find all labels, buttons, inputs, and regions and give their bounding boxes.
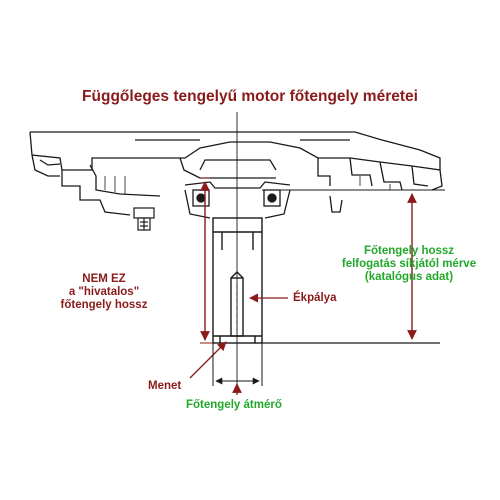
diagram-title: Függőleges tengelyű motor főtengely mére… bbox=[82, 88, 418, 105]
diameter-dimension bbox=[212, 343, 263, 395]
thread-leader bbox=[189, 341, 227, 379]
official-length-label: Főtengely hossz felfogatás síkjától mérv… bbox=[318, 245, 500, 285]
engine-housing bbox=[29, 131, 443, 216]
mounting-bolt bbox=[133, 207, 155, 231]
official-label-line3: (katalógus adat) bbox=[364, 271, 454, 284]
diameter-label: Főtengely átmérő bbox=[186, 399, 282, 411]
keyway-label: Ékpálya bbox=[293, 292, 337, 304]
official-label-line1: Főtengely hossz bbox=[363, 245, 455, 257]
housing-ribs bbox=[104, 176, 391, 194]
unofficial-label-line1: NEM EZ bbox=[82, 273, 126, 285]
unofficial-length-label: NEM EZ a "hivatalos" főtengely hossz bbox=[44, 273, 164, 313]
unofficial-label-line2: a "hivatalos" bbox=[68, 286, 140, 299]
crankshaft bbox=[212, 217, 263, 344]
official-label-line2: felfogatás síkjától mérve bbox=[341, 258, 477, 271]
unofficial-length-dimension bbox=[200, 177, 213, 344]
thread-label: Menet bbox=[148, 380, 182, 392]
unofficial-label-line3: főtengely hossz bbox=[60, 299, 148, 312]
crankshaft-seal bbox=[184, 159, 291, 219]
